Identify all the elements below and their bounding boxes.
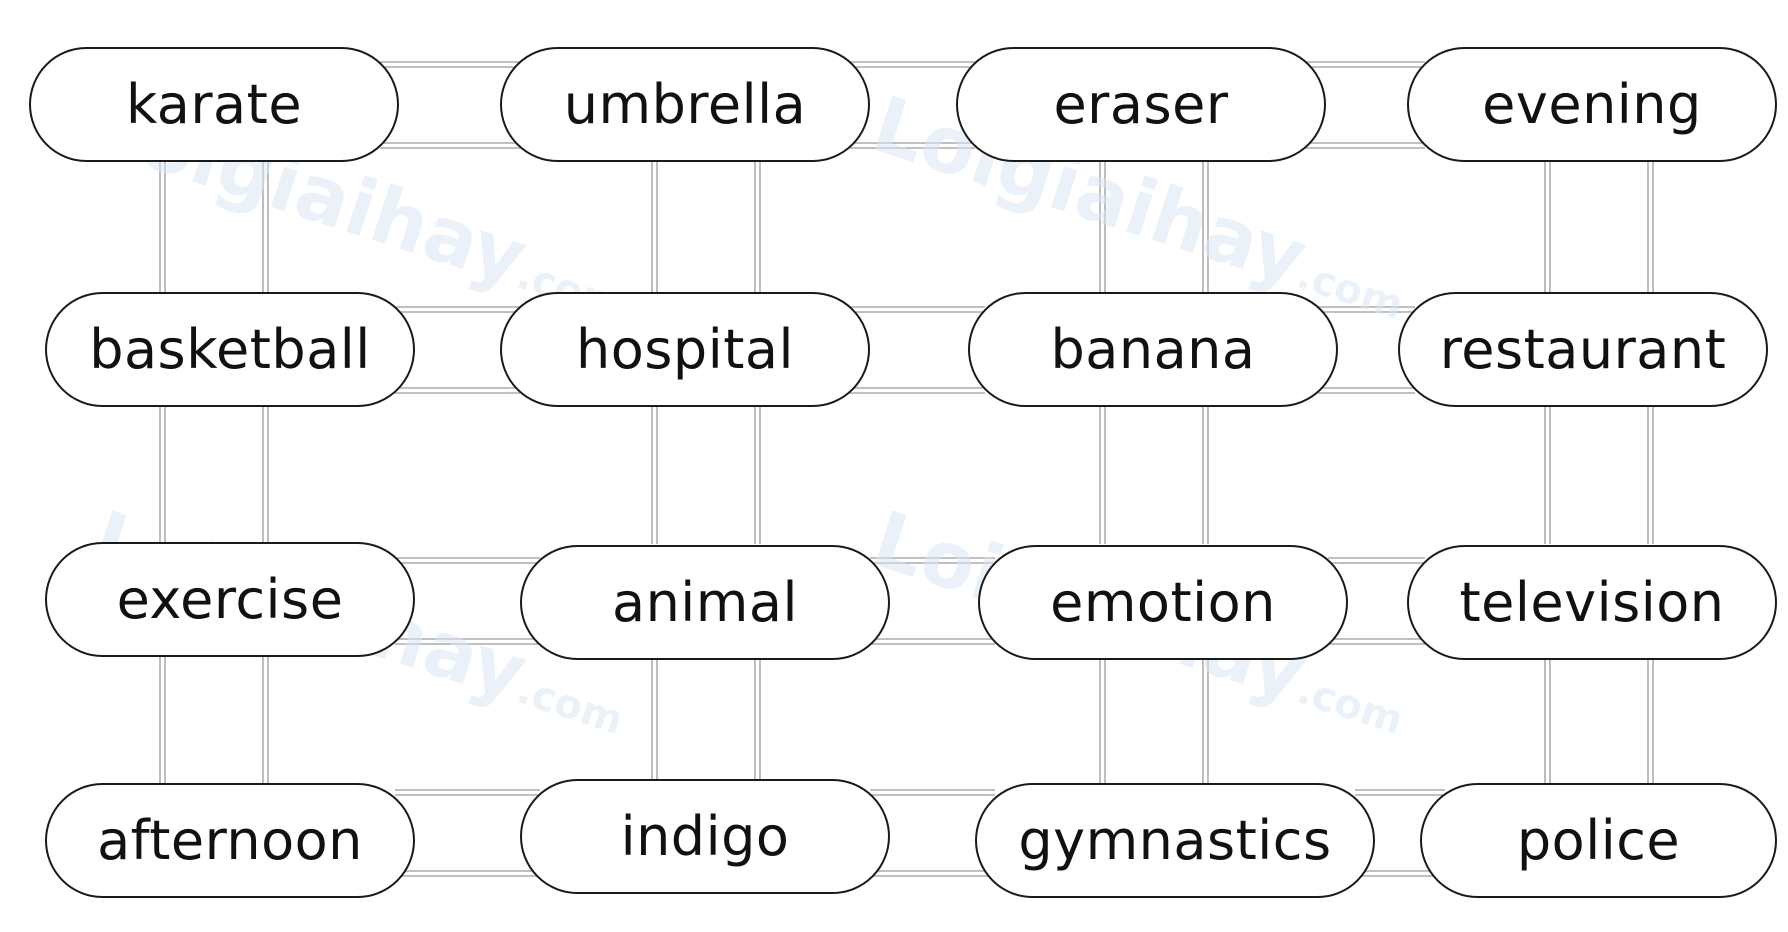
word-pill: emotion (978, 545, 1348, 660)
word-pill: police (1420, 783, 1777, 898)
word-label: restaurant (1439, 318, 1727, 381)
word-label: animal (611, 571, 798, 634)
word-pill: television (1407, 545, 1777, 660)
word-label: karate (125, 73, 303, 136)
word-pill: umbrella (500, 47, 870, 162)
word-label: basketball (89, 318, 371, 381)
word-pill: eraser (956, 47, 1326, 162)
word-label: exercise (116, 568, 344, 631)
word-label: eraser (1053, 73, 1229, 136)
word-pill: exercise (45, 542, 415, 657)
word-pill: gymnastics (975, 783, 1375, 898)
word-label: evening (1482, 73, 1702, 136)
word-label: umbrella (563, 73, 807, 136)
word-pill: animal (520, 545, 890, 660)
word-label: afternoon (97, 809, 363, 872)
word-pill: afternoon (45, 783, 415, 898)
word-label: indigo (620, 805, 790, 868)
word-pill: evening (1407, 47, 1777, 162)
word-pill: karate (29, 47, 399, 162)
word-label: banana (1050, 318, 1256, 381)
word-pill: restaurant (1398, 292, 1768, 407)
word-label: television (1459, 571, 1725, 634)
word-pill: basketball (45, 292, 415, 407)
word-pill: banana (968, 292, 1338, 407)
word-pill: hospital (500, 292, 870, 407)
word-label: gymnastics (1018, 809, 1332, 872)
word-label: police (1516, 809, 1681, 872)
word-pill: indigo (520, 779, 890, 894)
word-label: emotion (1050, 571, 1276, 634)
word-label: hospital (576, 318, 794, 381)
